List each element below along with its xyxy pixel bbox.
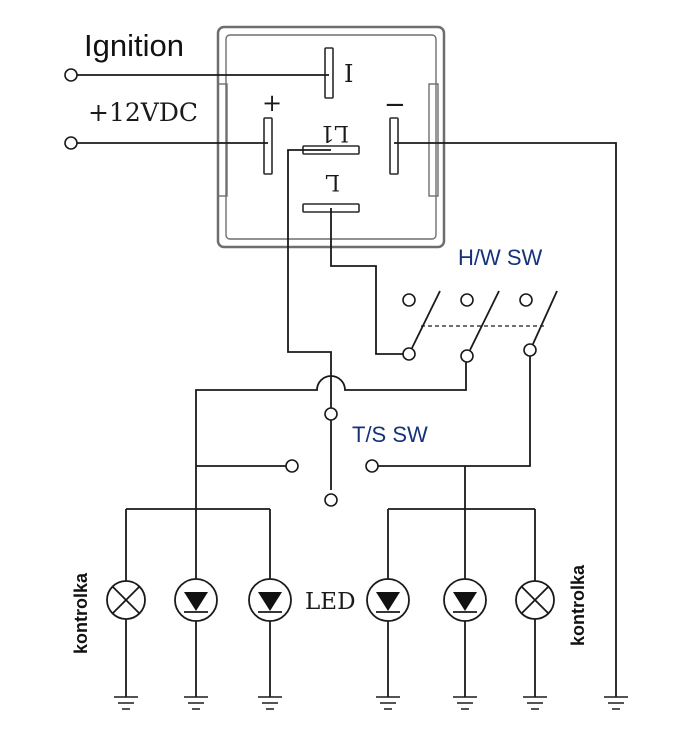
led-label: LED: [305, 589, 356, 615]
supply-terminal: [64, 136, 78, 150]
hazard-warning-switch: H/W SW: [402, 245, 558, 363]
ground-symbol-6: [523, 696, 547, 710]
pin-plus: [263, 117, 273, 175]
hw-switch-label: H/W SW: [458, 245, 543, 270]
ground-symbol-1: [114, 696, 138, 710]
ground-symbols: [114, 696, 628, 710]
supply-label: +12VDC: [88, 98, 198, 127]
pin-i: [324, 47, 334, 99]
ignition-terminal: [64, 68, 78, 82]
pin-minus-label: −: [384, 90, 406, 120]
ground-symbol-7: [604, 696, 628, 710]
ts-switch-label: T/S SW: [352, 422, 428, 447]
left-indicator-lamp: [106, 580, 146, 620]
ground-symbol-5: [453, 696, 477, 710]
kontrolka-label-left: kontrolka: [71, 572, 91, 654]
ignition-label: Ignition: [84, 28, 184, 63]
kontrolka-label-right: kontrolka: [568, 564, 588, 646]
ground-symbol-4: [376, 696, 400, 710]
pin-l-label: L: [325, 169, 340, 194]
right-indicator-lamp: [515, 580, 555, 620]
pin-l1-label: L1: [320, 120, 349, 145]
led-1: [174, 578, 218, 622]
led-2: [248, 578, 292, 622]
pin-i-label: I: [344, 60, 353, 88]
turn-signal-switch: T/S SW: [285, 407, 428, 507]
led-3: [366, 578, 410, 622]
pin-plus-label: +: [262, 89, 282, 117]
wiring: [76, 74, 617, 697]
ground-symbol-3: [258, 696, 282, 710]
ground-symbol-2: [184, 696, 208, 710]
pin-minus: [389, 117, 399, 175]
led-4: [443, 578, 487, 622]
